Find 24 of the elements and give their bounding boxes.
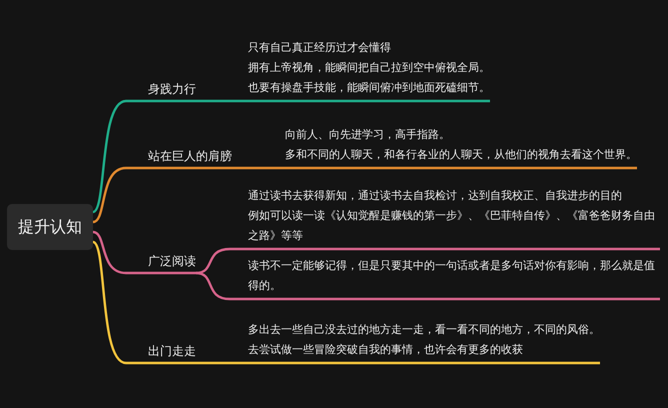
branch-line <box>196 248 660 274</box>
central-topic-box: 提升认知 <box>7 204 93 250</box>
branch-line <box>92 241 196 364</box>
branch-line <box>92 166 232 224</box>
note-text: 拥有上帝视角，能瞬间把自己拉到空中俯视全局。 <box>248 60 490 76</box>
branch-line <box>232 166 637 170</box>
note-text: 多出去一些自己没去过的地方走一走，看一看不同的地方，不同的风俗。 <box>248 322 600 338</box>
note-text: 通过读书去获得新知，通过读书去自我检讨，达到自我校正、自我进步的目的 <box>248 188 623 204</box>
branch-label: 站在巨人的肩膀 <box>148 149 232 168</box>
branch-line <box>92 100 196 213</box>
note-text: 多和不同的人聊天，和各行各业的人聊天，从他们的视角去看这个世界。 <box>285 147 637 163</box>
note-text: 向前人、向先进学习，高手指路。 <box>285 127 451 143</box>
note-text: 只有自己真正经历过才会懂得 <box>248 40 392 56</box>
branch-line <box>196 272 660 300</box>
note-text: 去尝试做一些冒险突破自我的事情，也许会有更多的收获 <box>248 342 524 358</box>
branch-label: 广泛阅读 <box>148 254 196 273</box>
branch-line <box>196 362 600 364</box>
branch-label: 出门走走 <box>148 344 196 363</box>
branch-line <box>196 100 490 102</box>
note-text: 也要有操盘手技能，能瞬间俯冲到地面死磕细节。 <box>248 80 490 96</box>
note-text: 例如可以读一读《认知觉醒是赚钱的第一步》、《巴菲特自传》、《富爸爸财务自由之路》等等 <box>248 208 656 244</box>
note-text: 读书不一定能够记得，但是只要其中的一句话或者是多句话对你有影响，那么就是值得的。 <box>248 252 660 299</box>
branch-label: 身践力行 <box>148 82 196 101</box>
branch-line <box>92 230 196 274</box>
